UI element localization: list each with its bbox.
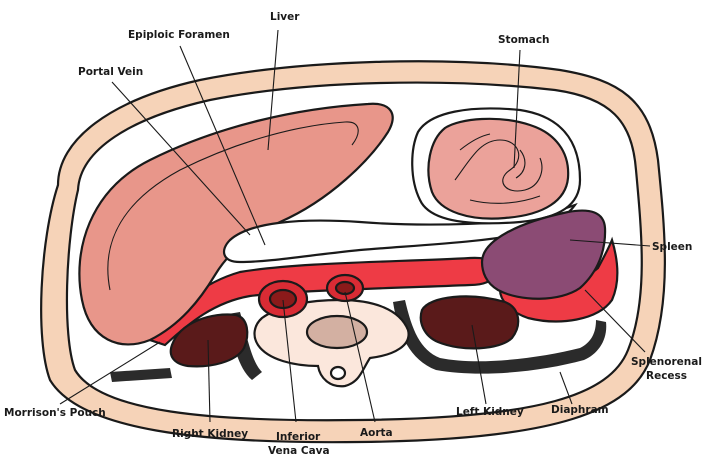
- spinal-canal: [331, 367, 345, 379]
- label-right-kidney: Right Kidney: [172, 428, 248, 440]
- label-morrisons-pouch: Morrison's Pouch: [4, 407, 106, 419]
- label-splenorenal-recess-1: Splenorenal: [631, 356, 702, 368]
- label-left-kidney: Left Kidney: [456, 406, 524, 418]
- label-portal-vein: Portal Vein: [78, 66, 143, 78]
- vertebral-body: [307, 316, 367, 348]
- label-ivc-1: Inferior: [276, 431, 321, 443]
- label-liver: Liver: [270, 11, 300, 23]
- label-spleen: Spleen: [652, 241, 692, 253]
- label-diaphragm: Diaphram: [551, 404, 609, 416]
- label-aorta: Aorta: [360, 427, 393, 439]
- ivc-lumen: [270, 290, 296, 308]
- left-kidney: [421, 296, 518, 348]
- label-epiploic-foramen: Epiploic Foramen: [128, 29, 230, 41]
- label-ivc-2: Vena Cava: [268, 445, 330, 457]
- label-splenorenal-recess-2: Recess: [646, 370, 687, 382]
- label-stomach: Stomach: [498, 34, 550, 46]
